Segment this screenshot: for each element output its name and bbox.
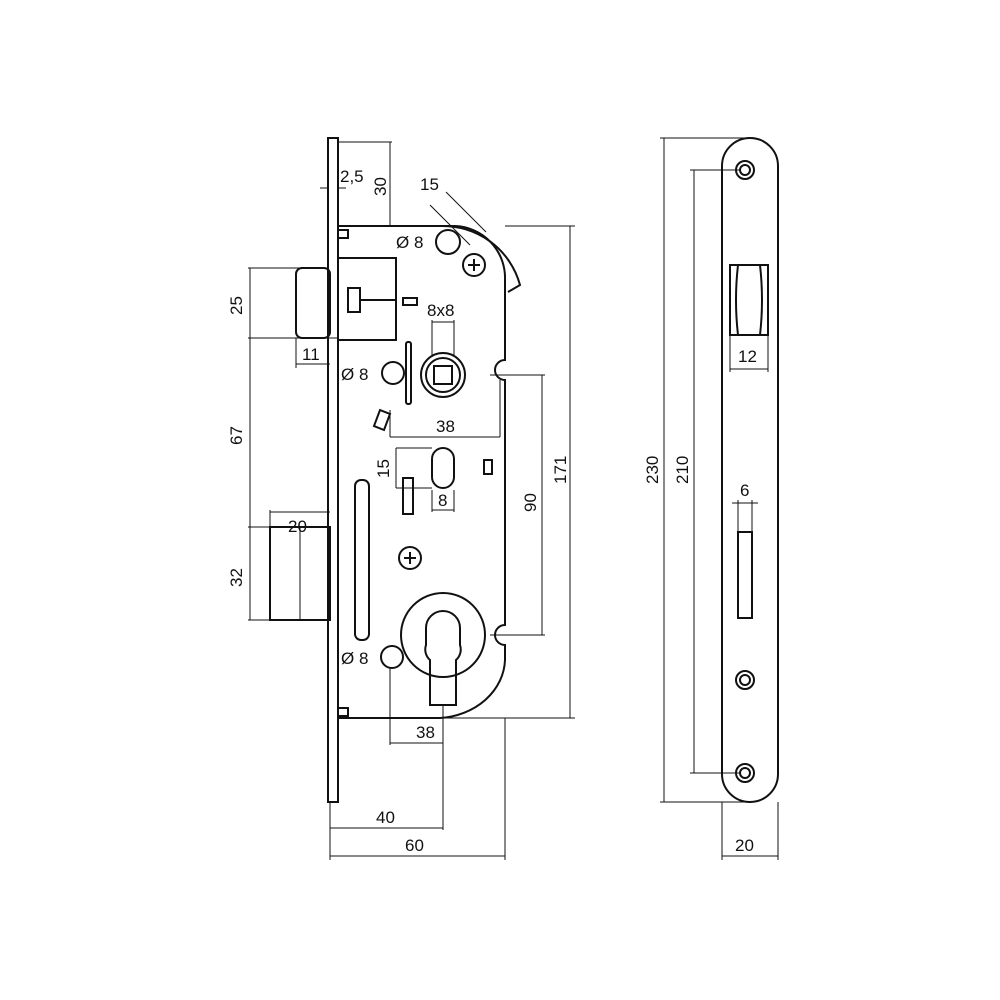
long-slot: [354, 479, 370, 641]
dim-screw-spacing: 210: [673, 456, 692, 484]
dim-hole-mid: Ø 8: [341, 365, 368, 384]
dim-body-height: 171: [551, 456, 570, 484]
dim-centre-distance: 90: [521, 493, 540, 512]
small-slot: [402, 297, 418, 306]
latch-opening: [729, 264, 769, 336]
dim-slot-width: 8: [438, 491, 447, 510]
cylinder-hole: [424, 610, 462, 706]
dim-body-depth: 60: [405, 836, 424, 855]
dim-faceplate-length: 230: [643, 456, 662, 484]
dim-spindle-backset: 38: [436, 417, 455, 436]
latch-bolt: [295, 267, 331, 339]
dim-backset: 40: [376, 808, 395, 827]
screw-hole: [735, 670, 755, 690]
front-view: 230 210 12 6 20: [643, 137, 779, 860]
dim-faceplate-width: 20: [735, 836, 754, 855]
dim-slot-height: 15: [374, 459, 393, 478]
dim-bolt-projection: 20: [288, 517, 307, 536]
latch-spring: [347, 287, 361, 313]
dim-spindle: 8x8: [427, 301, 454, 320]
dim-latch-projection: 11: [302, 345, 320, 364]
faceplate-side: [327, 137, 339, 803]
dim-cylinder-offset: 38: [416, 723, 435, 742]
spindle-square: [433, 365, 453, 385]
cylinder-rosette: [400, 592, 486, 678]
bolt-opening: [737, 531, 753, 619]
dim-faceplate-thickness: 2,5: [340, 167, 364, 186]
oval-slot: [431, 447, 455, 489]
side-view: 2,5 30 15 Ø 8 Ø 8 Ø 8 8x8 25 11 67 38 15…: [227, 137, 575, 860]
lock-body: [338, 225, 507, 719]
dim-latch-opening: 12: [738, 347, 757, 366]
faceplate-front: [721, 137, 779, 803]
hole-bottom: [380, 645, 404, 669]
follower: [420, 352, 466, 398]
dim-top-offset: 30: [371, 177, 390, 196]
hole-mid: [381, 361, 405, 385]
dim-bolt-height: 32: [227, 568, 246, 587]
dim-latch-to-bolt: 67: [227, 426, 246, 445]
front-dimension-lines: [660, 137, 779, 860]
screw-icon: [462, 253, 486, 277]
dim-corner: 15: [420, 175, 439, 194]
hole-top: [435, 229, 461, 255]
dim-hole-bottom: Ø 8: [341, 649, 368, 668]
dim-hole-top: Ø 8: [396, 233, 423, 252]
dimension-lines: [248, 141, 575, 860]
dim-bolt-opening: 6: [740, 481, 749, 500]
body-cover-arc: [439, 224, 522, 293]
screw-icon: [398, 546, 422, 570]
dim-latch-height: 25: [227, 296, 246, 315]
